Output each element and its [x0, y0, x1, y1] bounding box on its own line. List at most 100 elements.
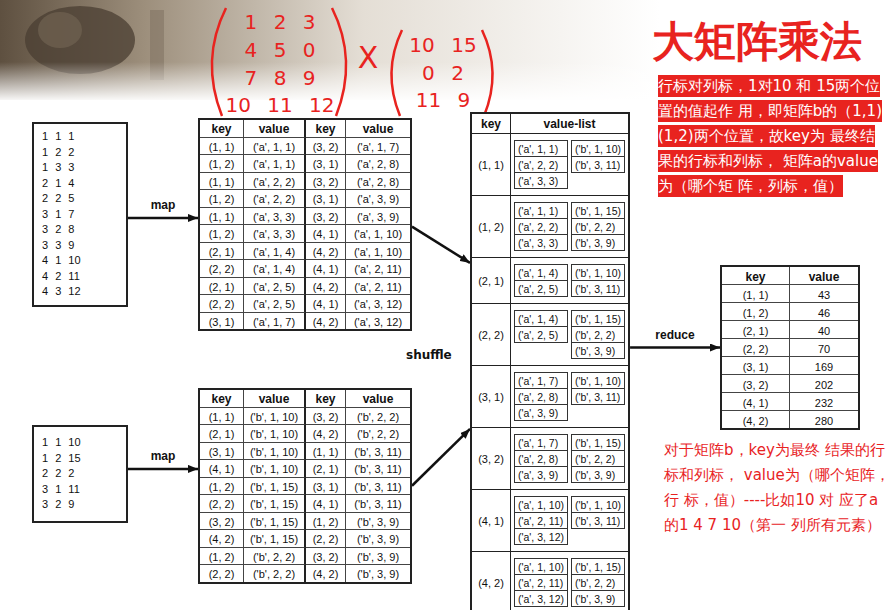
table-cell: (1, 2) — [722, 303, 790, 321]
table-cell: ('b', 1, 10) — [244, 425, 306, 443]
cell-text: ('a', 1, 10) — [518, 499, 564, 511]
value-list: ('a', 1, 4)('a', 2, 5)('b', 1, 10)('b', … — [511, 258, 628, 303]
table-cell: (3, 2) — [306, 173, 346, 191]
cell-text: ('b', 3, 9) — [357, 568, 399, 580]
table-cell: ('b', 1, 15) — [572, 311, 624, 327]
cell-text: (2, 1) — [743, 325, 769, 337]
cell-text: ('b', 2, 2) — [575, 329, 615, 341]
list-box: ('a', 1, 4) ('a', 2, 5) — [514, 264, 568, 297]
input-box: 1 1 11 2 21 3 32 1 42 2 53 1 73 2 83 3 9… — [32, 122, 128, 307]
cell-text: ('a', 3, 9) — [357, 211, 399, 223]
table-cell: (2, 2) — [200, 295, 244, 313]
cell-text: ('a', 2, 2) — [253, 193, 295, 205]
cell-text: (4, 1) — [313, 263, 339, 275]
table-cell: (1, 2) — [200, 155, 244, 173]
value-list: ('a', 1, 4)('a', 2, 5)('b', 1, 15)('b', … — [511, 304, 628, 365]
value-list: ('a', 1, 10)('a', 2, 11)('a', 3, 12)('b'… — [511, 490, 628, 551]
table-cell: (2, 1) — [722, 321, 790, 339]
table-cell: (4, 1) — [200, 460, 244, 478]
table-cell: (1, 2) — [200, 225, 244, 243]
table-cell: ('b', 2, 2) — [244, 548, 306, 566]
table-cell: ('b', 1, 15) — [572, 559, 624, 575]
cell-text: ('b', 1, 10) — [250, 428, 298, 440]
cell-text: (3, 2) — [313, 411, 339, 423]
cell-text: (4, 2) — [313, 568, 339, 580]
table-cell: ('a', 1, 4) — [515, 265, 567, 281]
table-cell: value-list — [511, 114, 628, 133]
table-cell: ('b', 3, 9) — [346, 548, 410, 566]
cell-text: (3, 1) — [313, 193, 339, 205]
input-record: 4 2 11 — [42, 269, 118, 285]
table-cell: ('b', 3, 11) — [572, 157, 624, 172]
shuffle-group: (4, 1)('a', 1, 10)('a', 2, 11)('a', 3, 1… — [472, 489, 628, 551]
table-cell: (2, 1) — [306, 460, 346, 478]
value-list: ('a', 1, 10)('a', 2, 11)('a', 3, 12)('b'… — [511, 552, 628, 610]
cell-text: (1, 1) — [209, 411, 235, 423]
lion-head — [38, 12, 82, 48]
cell-text: ('b', 2, 2) — [575, 577, 615, 589]
cell-text: ('b', 3, 9) — [357, 533, 399, 545]
cell-text: 280 — [815, 415, 833, 427]
list-box: ('b', 1, 15)('b', 2, 2)('b', 3, 9) — [571, 558, 625, 607]
table-cell: ('b', 2, 2) — [346, 408, 410, 426]
cell-text: (2, 2) — [209, 263, 235, 275]
cell-text: ('a', 1, 1) — [518, 205, 558, 217]
table-cell: ('b', 1, 10) — [572, 141, 624, 157]
column-header: value — [259, 392, 290, 406]
table-cell: ('a', 2, 11) — [515, 575, 567, 591]
table-cell: ('a', 2, 8) — [346, 173, 410, 191]
table-cell: (3, 2) — [306, 208, 346, 226]
matrix-entry: 0 2 — [422, 61, 464, 85]
table-cell: value — [244, 390, 306, 408]
table-cell: ('a', 3, 12) — [346, 295, 410, 313]
cell-text: (1, 1) — [313, 446, 339, 458]
cell-text: ('a', 2, 2) — [253, 176, 295, 188]
cell-text: (4, 2) — [313, 246, 339, 258]
table-cell: ('b', 3, 11) — [572, 513, 624, 528]
shuffle-group: (2, 1)('a', 1, 4)('a', 2, 5)('b', 1, 10)… — [472, 257, 628, 303]
input-record: 1 1 1 — [42, 129, 118, 145]
table-cell: (3, 1) — [306, 478, 346, 496]
table-cell: (4, 2) — [472, 552, 511, 610]
table-cell: value — [346, 390, 410, 408]
cell-text: (3, 2) — [313, 551, 339, 563]
table-cell: 70 — [790, 339, 858, 357]
arrow-connector — [128, 468, 198, 471]
cell-text: (4, 1) — [313, 498, 339, 510]
data-table: key value key value (1, 1) ('b', 1, 10) (3, 2)… — [198, 388, 412, 584]
table-cell: (4, 2) — [200, 530, 244, 548]
cell-text: ('b', 3, 11) — [354, 481, 401, 493]
cell-text: (2, 2) — [209, 568, 235, 580]
cell-text: ('a', 3, 3) — [518, 237, 558, 249]
table-cell: ('b', 2, 2) — [572, 451, 624, 467]
cell-text: ('a', 1, 7) — [518, 375, 558, 387]
table-cell: key — [306, 390, 346, 408]
cell-text: ('a', 2, 11) — [354, 263, 401, 275]
table-cell: key — [200, 390, 244, 408]
cell-text: ('a', 1, 4) — [253, 263, 295, 275]
edge-label: map — [149, 449, 178, 463]
cell-text: ('a', 1, 4) — [253, 246, 295, 258]
cell-text: ('a', 2, 2) — [518, 159, 558, 171]
cell-text: (3, 1) — [209, 316, 235, 328]
column-header: value — [363, 392, 394, 406]
cell-text: ('b', 3, 9) — [575, 345, 615, 357]
table-cell: ('a', 3, 3) — [515, 173, 567, 188]
table-cell: ('b', 1, 15) — [572, 203, 624, 219]
cell-text: (1, 2) — [209, 481, 235, 493]
table-cell: (2, 2) — [722, 339, 790, 357]
table-cell: ('a', 2, 2) — [515, 219, 567, 235]
table-cell: ('a', 1, 7) — [515, 373, 567, 389]
table-cell: key — [722, 267, 790, 285]
cell-text: ('a', 2, 11) — [518, 577, 563, 589]
table-cell: ('a', 1, 1) — [244, 155, 306, 173]
cell-text: (3, 1) — [313, 158, 339, 170]
cell-text: (1, 1) — [743, 289, 769, 301]
cell-text: ('a', 2, 5) — [518, 283, 558, 295]
cell-text: ('a', 1, 10) — [518, 561, 564, 573]
value-list: ('a', 1, 1)('a', 2, 2)('a', 3, 3)('b', 1… — [511, 134, 628, 195]
shuffle-group: (2, 2)('a', 1, 4)('a', 2, 5)('b', 1, 15)… — [472, 303, 628, 365]
cell-text: ('a', 2, 5) — [253, 281, 295, 293]
data-table: keyvaluekeyvalue(1, 1)('a', 1, 1)(3, 2)(… — [198, 118, 412, 331]
table-cell: ('b', 1, 15) — [244, 530, 306, 548]
